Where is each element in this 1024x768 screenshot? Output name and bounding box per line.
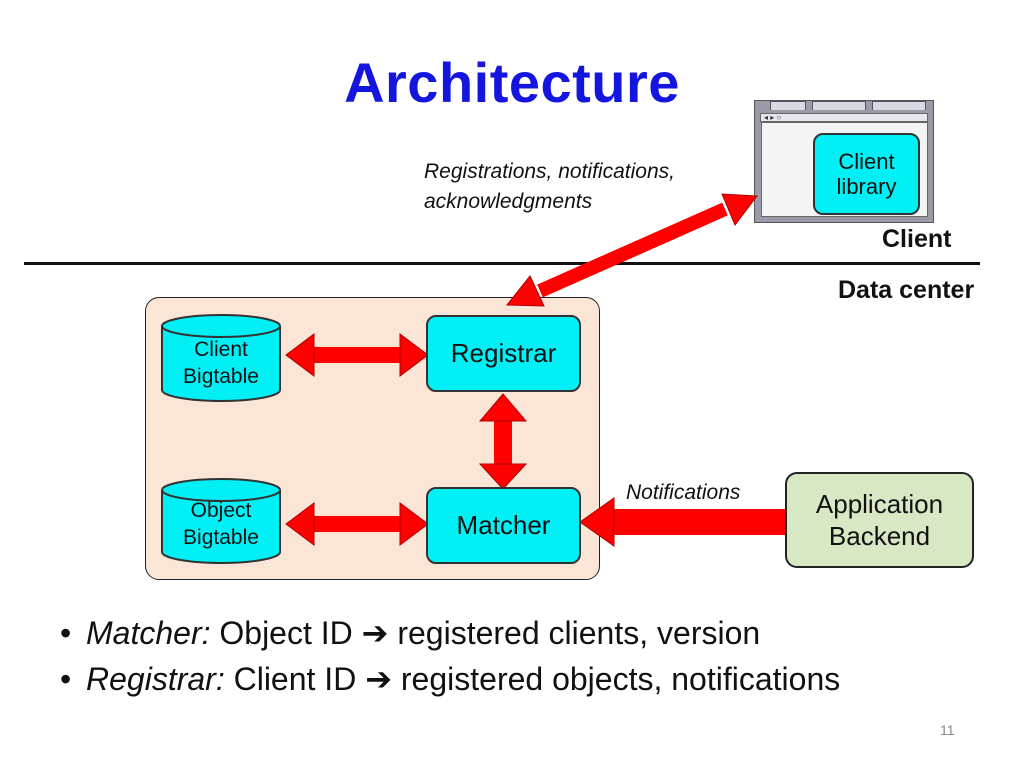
client-datacenter-divider (24, 262, 980, 265)
right-arrow-icon: ➔ (361, 615, 389, 651)
bullet-list: • Matcher: Object ID ➔ registered clients… (60, 610, 840, 703)
browser-nav-bar: ◂ ▸ ○ (760, 113, 928, 122)
edge-label-line-1: Registrations, notifications, (424, 160, 675, 183)
backend-matcher-edge-label: Notifications (626, 481, 741, 504)
bullet-text: Object ID (210, 615, 362, 651)
bullet-dot-icon: • (60, 615, 72, 651)
client-bigtable-line-2: Bigtable (183, 365, 259, 389)
matcher-node: Matcher (426, 487, 581, 564)
application-backend-node: Application Backend (785, 472, 974, 568)
browser-tab (812, 101, 866, 110)
browser-tab (872, 101, 926, 110)
bullet-rest: registered objects, notifications (392, 661, 841, 698)
registrar-node: Registrar (426, 315, 581, 392)
object-bigtable-cylinder-icon (161, 478, 281, 564)
application-backend-line-2: Backend (828, 521, 931, 551)
client-bigtable-cylinder-icon (161, 314, 281, 402)
application-backend-line-1: Application (815, 488, 944, 519)
datacenter-zone-label: Data center (838, 276, 975, 304)
object-bigtable-line-2: Bigtable (183, 526, 259, 550)
object-bigtable-label: Object Bigtable (162, 497, 280, 552)
bullet-item-matcher: • Matcher: Object ID ➔ registered clients… (60, 610, 840, 656)
object-bigtable-line-1: Object (190, 499, 252, 522)
bullet-text: Client ID (224, 661, 366, 698)
bullet-rest: registered clients, version (388, 615, 761, 651)
client-library-line-1: Client (838, 148, 895, 174)
slide-title: Architecture (344, 51, 680, 114)
bigtable-matcher-double-arrow-icon (285, 502, 429, 546)
edge-label-line-2: acknowledgments (424, 190, 593, 214)
browser-tab (770, 101, 806, 110)
bullet-item-registrar: • Registrar: Client ID ➔ registered objec… (60, 656, 840, 702)
right-arrow-icon: ➔ (365, 661, 392, 698)
backend-matcher-arrow-icon (579, 497, 786, 547)
client-library-node: Client library (813, 133, 920, 215)
bullet-term: Registrar: (86, 661, 225, 698)
client-library-line-2: library (836, 174, 897, 199)
client-registrar-double-arrow-icon (505, 193, 758, 307)
bigtable-registrar-double-arrow-icon (285, 333, 429, 377)
bullet-term: Matcher: (86, 615, 211, 651)
client-bigtable-label: Client Bigtable (162, 336, 280, 391)
page-number: 11 (940, 722, 955, 738)
bullet-dot-icon: • (60, 661, 72, 698)
client-zone-label: Client (882, 225, 952, 253)
client-bigtable-line-1: Client (194, 338, 248, 361)
registrar-matcher-double-arrow-icon (478, 393, 528, 490)
client-registrar-edge-label: Registrations, notifications, acknowledg… (424, 157, 675, 218)
